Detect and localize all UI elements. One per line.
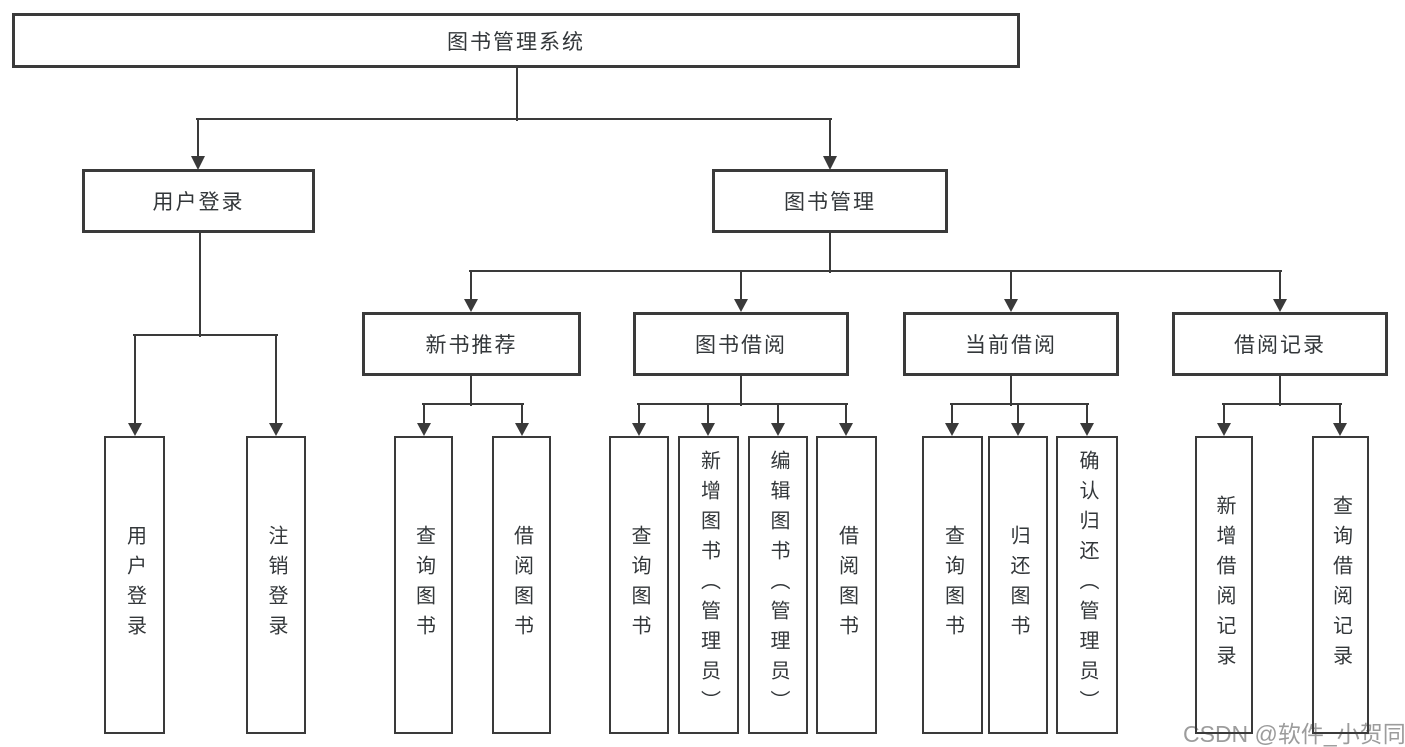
node-current-borrow: 当前借阅 bbox=[903, 312, 1119, 376]
connector-book-borrow bbox=[632, 375, 853, 436]
leaf-newbooks-borrow-books-label: 借阅图书 bbox=[510, 525, 533, 645]
node-root-book-management-system: 图书管理系统 bbox=[12, 13, 1020, 68]
leaf-current-confirm-return-admin-label: 确认归还（管理员） bbox=[1076, 450, 1098, 720]
node-user-login: 用户登录 bbox=[82, 169, 315, 233]
node-current-borrow-label: 当前借阅 bbox=[965, 334, 1057, 357]
leaf-current-return-books-label: 归还图书 bbox=[1007, 525, 1029, 645]
leaf-records-query-record: 查询借阅记录 bbox=[1312, 436, 1369, 734]
leaf-borrow-add-books-admin: 新增图书（管理员） bbox=[678, 436, 739, 734]
connector-current-borrow bbox=[945, 375, 1094, 436]
leaf-records-query-record-label: 查询借阅记录 bbox=[1329, 495, 1352, 675]
leaf-user-login-label: 用户登录 bbox=[123, 525, 146, 645]
node-book-management: 图书管理 bbox=[712, 169, 948, 233]
node-user-login-label: 用户登录 bbox=[152, 191, 245, 214]
leaf-user-login: 用户登录 bbox=[104, 436, 165, 734]
leaf-records-add-record-label: 新增借阅记录 bbox=[1213, 495, 1235, 675]
node-borrow-records: 借阅记录 bbox=[1172, 312, 1388, 376]
leaf-borrow-query-books: 查询图书 bbox=[609, 436, 669, 734]
leaf-borrow-add-books-admin-label: 新增图书（管理员） bbox=[697, 450, 720, 720]
leaf-logout: 注销登录 bbox=[246, 436, 306, 734]
leaf-current-return-books: 归还图书 bbox=[988, 436, 1048, 734]
leaf-borrow-borrow-books-label: 借阅图书 bbox=[835, 525, 858, 645]
leaf-logout-label: 注销登录 bbox=[265, 525, 287, 645]
leaf-newbooks-borrow-books: 借阅图书 bbox=[492, 436, 551, 734]
leaf-current-query-books-label: 查询图书 bbox=[941, 525, 964, 645]
node-book-management-label: 图书管理 bbox=[784, 191, 876, 214]
node-book-borrow-label: 图书借阅 bbox=[695, 334, 787, 357]
connector-borrow-records bbox=[1217, 375, 1347, 436]
leaf-records-add-record: 新增借阅记录 bbox=[1195, 436, 1253, 734]
leaf-borrow-edit-books-admin: 编辑图书（管理员） bbox=[748, 436, 808, 734]
connector-root bbox=[191, 67, 837, 170]
leaf-borrow-edit-books-admin-label: 编辑图书（管理员） bbox=[767, 450, 789, 720]
connector-book-management bbox=[464, 232, 1287, 312]
leaf-borrow-query-books-label: 查询图书 bbox=[628, 525, 650, 645]
connector-new-books bbox=[417, 375, 529, 436]
node-root-label: 图书管理系统 bbox=[447, 30, 585, 54]
leaf-current-query-books: 查询图书 bbox=[922, 436, 983, 734]
connector-user-login bbox=[128, 232, 283, 436]
leaf-newbooks-query-books: 查询图书 bbox=[394, 436, 453, 734]
leaf-newbooks-query-books-label: 查询图书 bbox=[412, 525, 435, 645]
node-new-book-recommend-label: 新书推荐 bbox=[425, 334, 518, 357]
node-new-book-recommend: 新书推荐 bbox=[362, 312, 581, 376]
leaf-borrow-borrow-books: 借阅图书 bbox=[816, 436, 877, 734]
node-book-borrow: 图书借阅 bbox=[633, 312, 849, 376]
leaf-current-confirm-return-admin: 确认归还（管理员） bbox=[1056, 436, 1118, 734]
node-borrow-records-label: 借阅记录 bbox=[1234, 334, 1326, 357]
